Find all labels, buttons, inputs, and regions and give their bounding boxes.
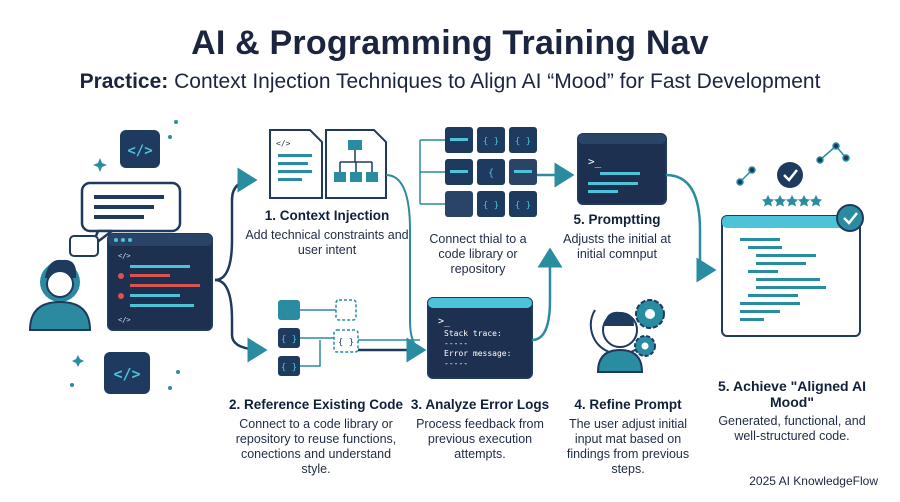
grid-bracket: { (488, 168, 494, 179)
terminal-line-3: Error message: (444, 349, 511, 358)
step-refine-prompt-title: 4. Refine Prompt (574, 397, 682, 412)
code-library-grid: { } { } { { } { } (419, 127, 537, 217)
step-prompting-desc: Adjusts the initial at initial comnput (563, 232, 671, 261)
grid-brace-1: { } (483, 137, 499, 147)
step-analyze-logs: 3. Analyze Error Logs Process feedback f… (410, 397, 550, 462)
code-tag-small-2: </> (118, 316, 131, 324)
step-refine-prompt-desc: The user adjust initial input mat based … (566, 417, 690, 476)
step-analyze-logs-desc: Process feedback from previous execution… (416, 417, 544, 461)
user-avatar-icon (28, 259, 92, 331)
step-analyze-logs-title: 3. Analyze Error Logs (410, 397, 550, 412)
code-tag-icon-top: </> (120, 130, 160, 168)
sparkle-decor-icon (70, 120, 180, 390)
code-tag-icon-bottom: </> (104, 352, 150, 394)
flowchart-document-icon (325, 129, 387, 199)
code-tag-glyph-bottom: </> (113, 365, 140, 383)
step-aligned-mood-desc: Generated, functional, and well-structur… (718, 414, 866, 443)
step-connect-library-desc: Connect thial to a code library or repos… (429, 232, 527, 276)
step-context-injection-title: 1. Context Injection (264, 208, 390, 223)
module-brace-1: { } (281, 335, 297, 345)
checkmark-badge-icon (836, 204, 864, 232)
step-reference-code: 2. Reference Existing Code Connect to a … (228, 397, 404, 477)
step-prompting: 5. Promptting Adjusts the initial at ini… (552, 212, 682, 262)
rating-stars-icon (762, 162, 822, 207)
page-title: AI & Programming Training Nav (191, 24, 709, 62)
step-reference-code-desc: Connect to a code library or repository … (235, 417, 397, 476)
prompt-glyph: >_ (588, 155, 602, 168)
step-context-injection: 1. Context Injection Add technical const… (242, 208, 412, 258)
terminal-line-2: ----- (444, 339, 468, 348)
page-subtitle: Practice: Context Injection Techniques t… (0, 70, 900, 94)
error-log-terminal: >_ Stack trace: ----- Error message: ---… (427, 297, 533, 379)
step-refine-prompt: 4. Refine Prompt The user adjust initial… (558, 397, 698, 477)
subtitle-text: Context Injection Techniques to Align AI… (168, 70, 821, 93)
context-document-icon: </> (269, 129, 323, 199)
grid-brace-2: { } (515, 137, 531, 147)
doc-code-tag: </> (276, 139, 291, 148)
grid-brace-3: { } (483, 201, 499, 211)
step-aligned-mood: 5. Achieve "Aligned AI Mood" Generated, … (712, 378, 872, 444)
step-reference-code-title: 2. Reference Existing Code (228, 397, 404, 412)
code-tag-glyph-top: </> (127, 143, 152, 159)
grid-brace-4: { } (515, 201, 531, 211)
module-brace-dashed: { } (338, 338, 354, 348)
code-tag-small: </> (118, 252, 131, 260)
module-brace-2: { } (281, 363, 297, 373)
refine-prompt-person-icon (589, 309, 646, 373)
code-module-blocks: { } { } { } (278, 299, 420, 376)
terminal-prompt: >_ (438, 316, 451, 327)
terminal-line-1: Stack trace: (444, 329, 502, 338)
final-code-window (721, 215, 861, 337)
subtitle-prefix: Practice: (79, 70, 169, 93)
terminal-line-4: ----- (444, 359, 468, 368)
gear-icon (634, 299, 665, 357)
step-connect-library: Connect thial to a code library or repos… (420, 228, 536, 277)
network-nodes-icon (736, 142, 850, 186)
step-prompting-title: 5. Promptting (573, 212, 661, 227)
speech-bubble-icon (69, 181, 182, 257)
step-context-injection-desc: Add technical constraints and user inten… (245, 228, 409, 257)
prompting-terminal: >_ (577, 133, 667, 205)
footer-credit: 2025 AI KnowledgeFlow (749, 474, 878, 488)
code-editor-window-icon: </> </> (107, 233, 213, 331)
step-aligned-mood-title: 5. Achieve "Aligned AI Mood" (718, 378, 866, 410)
